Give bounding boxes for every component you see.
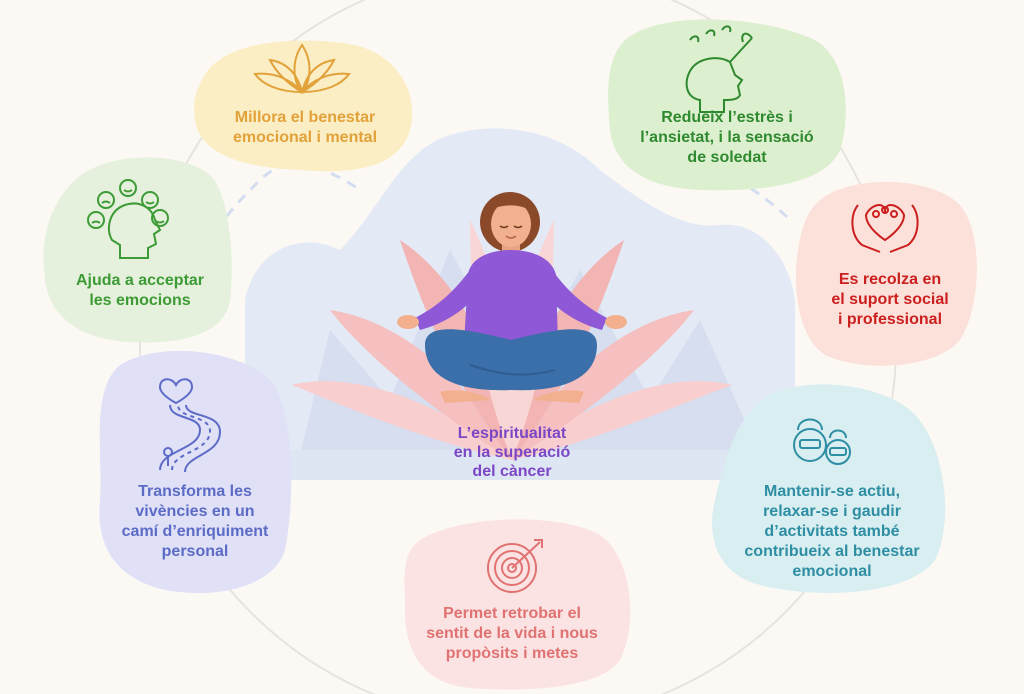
label-social-support: Es recolza en el suport social i profess…: [831, 271, 949, 328]
target-arrow-icon: [487, 539, 543, 593]
label-life-purpose: Permet retrobar el sentit de la vida i n…: [426, 605, 598, 662]
blob-life-purpose: [404, 519, 631, 690]
blob-emotional-wellbeing: [194, 40, 413, 172]
label-emotional-wellbeing: Millora el benestar emocional i mental: [232, 109, 378, 146]
blob-social-support: [795, 181, 977, 366]
label-accept-emotions: Ajuda a acceptar les emocions: [75, 272, 205, 309]
blob-accept-emotions: [43, 157, 232, 343]
lotus-icon: [253, 43, 351, 95]
emotions-head-icon: [87, 179, 169, 259]
label-stay-active: Mantenir-se actiu, relaxar-se i gaudir d…: [744, 483, 920, 580]
kettlebells-icon: [793, 418, 851, 465]
blob-personal-growth: [99, 350, 292, 594]
label-stress-anxiety: Redueix l’estrès i l’ansietat, i la sens…: [640, 109, 814, 166]
meditating-woman: [397, 192, 627, 403]
blob-stress-anxiety: [608, 19, 846, 191]
supporting-hands-icon: [851, 204, 919, 253]
winding-road-heart-icon: [158, 378, 222, 473]
label-personal-growth: Transforma les vivències en un camí d’en…: [121, 483, 269, 560]
blob-stay-active: [712, 384, 946, 593]
center-title: L’espiritualitat en la superació del càn…: [453, 425, 571, 480]
open-head-icon: [685, 25, 753, 113]
